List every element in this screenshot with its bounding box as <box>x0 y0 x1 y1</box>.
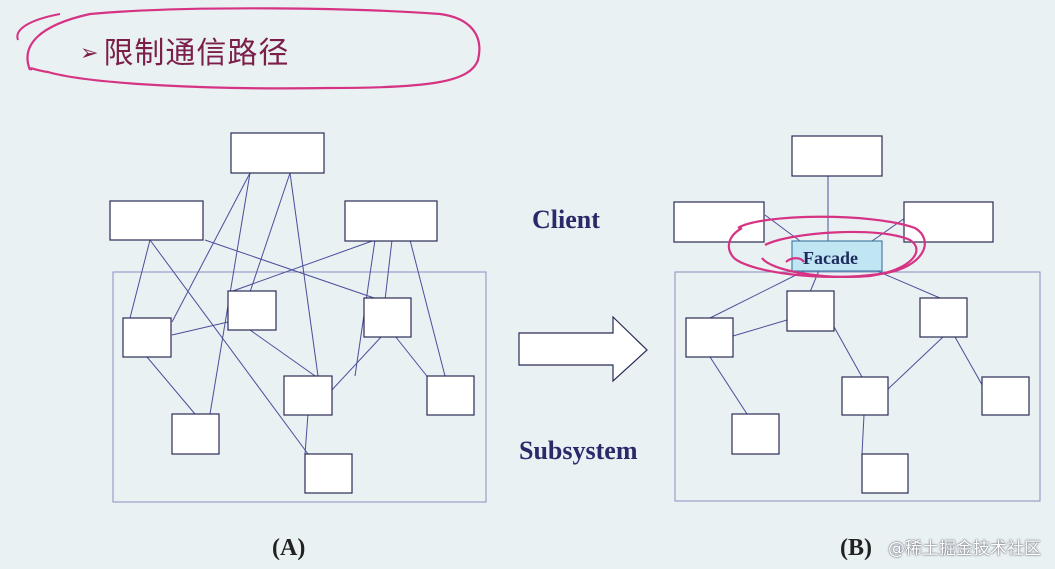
subsystem-box-a-6 <box>171 413 220 455</box>
slide-title: ➢限制通信路径 <box>80 28 289 72</box>
subsystem-box-b-6 <box>731 413 780 455</box>
subsystem-box-a-1 <box>122 317 172 358</box>
slide-title-text: 限制通信路径 <box>103 36 290 71</box>
subsystem-box-b-2 <box>786 290 835 332</box>
arrow-bullet-icon: ➢ <box>80 41 100 66</box>
transform-arrow <box>518 315 648 383</box>
title-highlight-loop <box>26 7 481 90</box>
boxes-a <box>109 132 475 494</box>
subsystem-frame-b <box>674 271 1041 502</box>
client-box-a-right <box>344 200 438 242</box>
facade-highlight-loops <box>727 215 926 278</box>
facade-box <box>791 240 883 272</box>
subsystem-box-a-4 <box>283 375 333 416</box>
subsystem-box-a-5 <box>426 375 475 416</box>
subsystem-box-a-2 <box>227 290 277 331</box>
caption-b: (B) <box>840 535 872 561</box>
subsystem-box-b-1 <box>685 317 734 358</box>
watermark: @稀土掘金技术社区 <box>888 539 1041 559</box>
client-box-b-left <box>673 201 765 243</box>
client-label: Client <box>532 205 600 234</box>
client-box-b-top <box>791 135 883 177</box>
client-box-b-right <box>903 201 994 243</box>
facade-label: Facade <box>803 248 858 268</box>
subsystem-label: Subsystem <box>519 436 638 465</box>
title-highlight-tail <box>16 13 61 41</box>
subsystem-box-b-4 <box>841 376 889 416</box>
subsystem-box-a-3 <box>363 297 412 338</box>
subsystem-box-b-3 <box>919 297 968 338</box>
subsystem-box-a-7 <box>304 453 353 494</box>
caption-a: (A) <box>272 535 306 561</box>
subsystem-box-b-5 <box>981 376 1030 416</box>
subsystem-box-b-7 <box>861 453 909 494</box>
boxes-b <box>673 135 1030 494</box>
client-box-a-top <box>230 132 325 174</box>
client-box-a-left <box>109 200 204 241</box>
